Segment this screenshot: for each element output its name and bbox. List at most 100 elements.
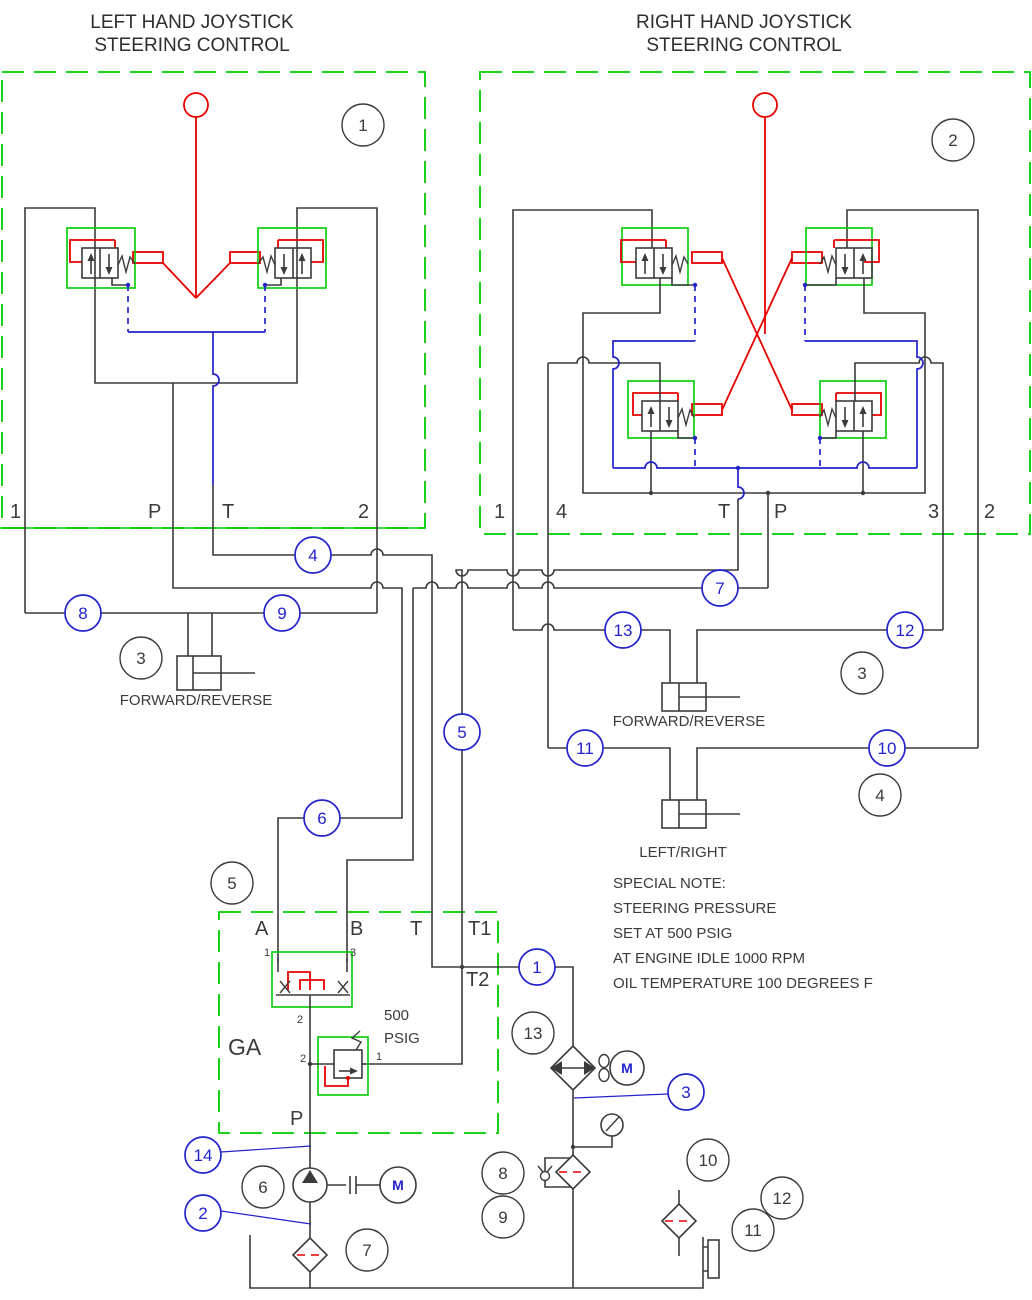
svg-text:6: 6 [258, 1178, 267, 1197]
component-callout-1: 1 [341, 103, 385, 147]
psig-unit: PSIG [384, 1030, 420, 1047]
pilot-valve-icon [805, 227, 880, 286]
right-port-labels: 1 4 T P 3 2 [494, 501, 995, 523]
port-label: 3 [928, 501, 939, 523]
line-callout-7: 7 [701, 569, 739, 607]
port-label: 1 [494, 501, 505, 523]
port-label: T [718, 501, 730, 523]
svg-text:4: 4 [308, 546, 317, 565]
component-callout-9: 9 [481, 1195, 525, 1239]
svg-text:8: 8 [498, 1164, 507, 1183]
pilot-valve-icon [819, 380, 887, 439]
svg-text:1: 1 [532, 958, 541, 977]
pilot-valve-icon [66, 227, 136, 289]
ga-port-t: T [410, 918, 422, 940]
fan-motor-icon: M [609, 1050, 645, 1086]
suction-strainer-icon [291, 1202, 329, 1288]
callout-leaders [220, 1093, 669, 1225]
port-label: 4 [556, 501, 567, 523]
ga-port-t2: T2 [466, 969, 489, 991]
interconnect-lines [25, 383, 978, 1065]
component-callout-11: 11 [731, 1208, 775, 1252]
svg-text:10: 10 [699, 1151, 718, 1170]
ga-labels: A B T T1 T2 P GA 1 3 2 2 1 500 PSIG [228, 918, 491, 1130]
component-callout-5: 5 [210, 861, 254, 905]
shuttle-port-3: 3 [350, 947, 356, 959]
component-callout-6: 6 [241, 1165, 285, 1209]
line-callout-6: 6 [303, 799, 341, 837]
line-callout-13: 13 [604, 611, 642, 649]
ga-manifold [271, 951, 369, 1168]
line-callout-3: 3 [667, 1073, 705, 1111]
power-unit: M M [249, 1044, 720, 1289]
forward-reverse-cylinder-left [176, 655, 255, 691]
special-note: SPECIAL NOTE: STEERING PRESSURE SET AT 5… [613, 875, 873, 992]
shuttle-port-2: 2 [297, 1014, 303, 1026]
ga-label: GA [228, 1034, 262, 1060]
line-callout-9: 9 [263, 594, 301, 632]
svg-text:2: 2 [198, 1204, 207, 1223]
svg-text:4: 4 [875, 786, 884, 805]
svg-text:9: 9 [277, 604, 286, 623]
left-title-line2: STEERING CONTROL [94, 35, 289, 56]
component-callout-10: 10 [686, 1138, 730, 1182]
port-label: P [148, 501, 161, 523]
component-callout-7: 7 [345, 1228, 389, 1272]
cylinder-labels: FORWARD/REVERSE FORWARD/REVERSE LEFT/RIG… [120, 692, 766, 861]
pressure-gauge-icon [570, 1113, 624, 1150]
svg-text:10: 10 [878, 739, 897, 758]
svg-text:6: 6 [317, 809, 326, 828]
component-callout-8: 8 [481, 1151, 525, 1195]
reservoir-icon [249, 1235, 720, 1289]
svg-text:11: 11 [744, 1221, 762, 1240]
svg-text:5: 5 [457, 723, 466, 742]
reducer-port-1: 1 [376, 1051, 382, 1063]
port-label: 2 [984, 501, 995, 523]
svg-text:14: 14 [194, 1146, 213, 1165]
pump-motor-label: M [392, 1177, 404, 1193]
note-line: AT ENGINE IDLE 1000 RPM [613, 950, 805, 967]
shuttle-valve-icon [271, 951, 353, 1008]
component-callouts: 1 2 3 3 4 5 13 6 7 8 9 10 12 11 [119, 103, 975, 1272]
component-callout-13: 13 [511, 1011, 555, 1055]
heat-exchanger-icon [549, 1044, 597, 1092]
ga-port-p: P [290, 1108, 303, 1130]
ga-port-b: B [350, 918, 363, 940]
ga-port-a: A [255, 918, 269, 940]
right-title-line2: STEERING CONTROL [646, 35, 841, 56]
port-label: T [222, 501, 234, 523]
note-line: SET AT 500 PSIG [613, 925, 732, 942]
svg-text:7: 7 [362, 1241, 371, 1260]
fan-icon [598, 1053, 610, 1083]
pilot-valve-icon [257, 227, 327, 289]
ga-port-t1: T1 [468, 918, 491, 940]
line-callout-5: 5 [443, 713, 481, 751]
svg-text:1: 1 [358, 116, 367, 135]
port-label: 1 [10, 501, 21, 523]
line-callout-10: 10 [868, 729, 906, 767]
titles: LEFT HAND JOYSTICK STEERING CONTROL RIGH… [90, 12, 852, 56]
component-callout-4: 4 [858, 773, 902, 817]
return-filter-icon [537, 1153, 592, 1191]
pilot-valve-icon [620, 227, 695, 286]
left-right-cylinder [661, 799, 740, 829]
pilot-valve-icon [627, 380, 695, 439]
svg-text:5: 5 [227, 874, 236, 893]
line-callout-8: 8 [64, 594, 102, 632]
note-line: OIL TEMPERATURE 100 DEGREES F [613, 975, 873, 992]
line-callout-14: 14 [184, 1136, 222, 1174]
note-line: SPECIAL NOTE: [613, 875, 726, 892]
line-callout-2: 2 [184, 1194, 222, 1232]
line-callout-12: 12 [886, 611, 924, 649]
left-right-label: LEFT/RIGHT [639, 844, 727, 861]
component-callout-12: 12 [760, 1176, 804, 1220]
ga-manifold-enclosure [218, 911, 499, 1134]
line-callout-4: 4 [294, 536, 332, 574]
port-label: 2 [358, 501, 369, 523]
right-joystick [512, 92, 979, 748]
level-gauge-icon [707, 1239, 720, 1279]
svg-text:12: 12 [896, 621, 915, 640]
svg-text:13: 13 [524, 1024, 543, 1043]
joystick-handle-icon [752, 92, 778, 118]
